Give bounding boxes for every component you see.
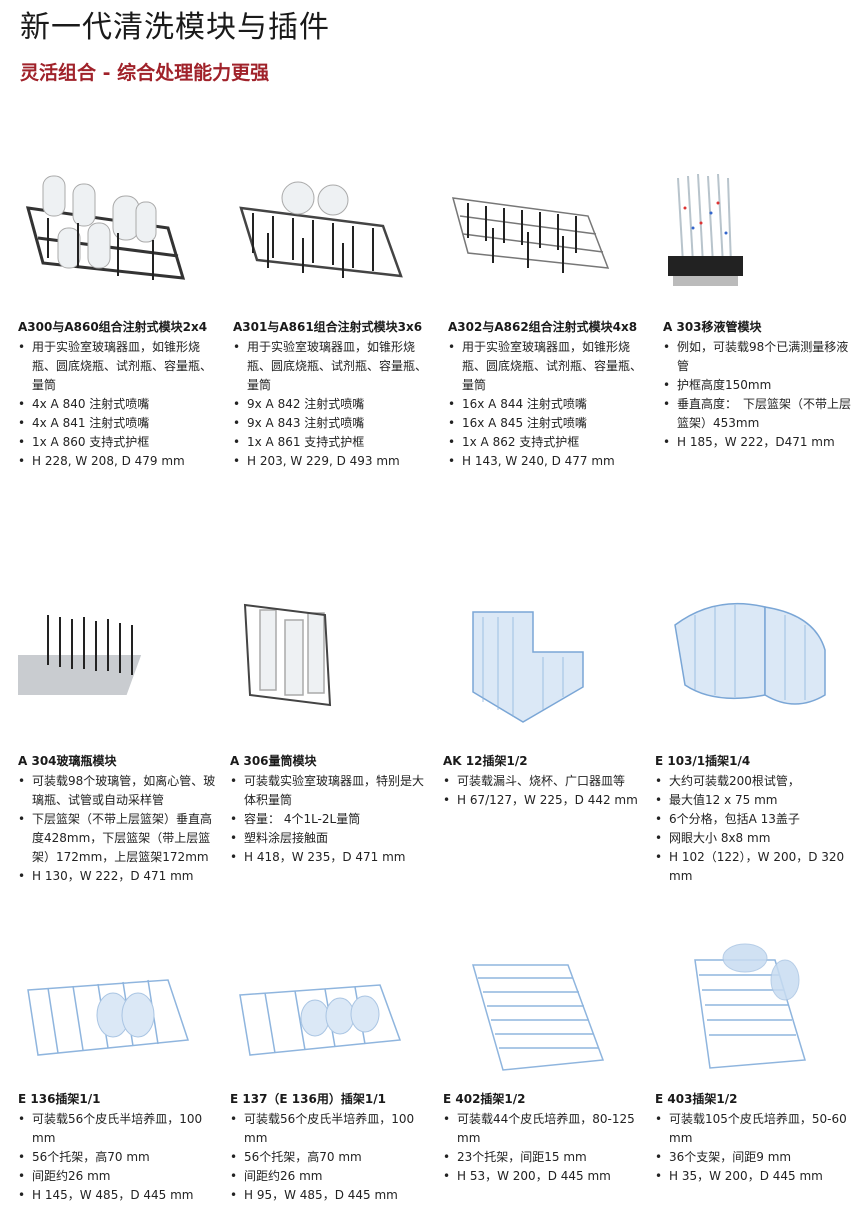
spec-item: 可装载漏斗、烧杯、广口器皿等 xyxy=(443,772,648,791)
dish-rack-image xyxy=(443,950,623,1100)
spec-item: 1x A 860 支持式护框 xyxy=(18,433,223,452)
page-subtitle: 灵活组合 - 综合处理能力更强 xyxy=(20,62,270,84)
spec-item: 用于实验室玻璃器皿，如锥形烧瓶、圆底烧瓶、试剂瓶、容量瓶、量筒 xyxy=(448,338,653,395)
spec-item: 例如，可装载98个已满测量移液管 xyxy=(663,338,858,376)
spec-item: 16x A 844 注射式喷嘴 xyxy=(448,395,653,414)
spec-item: H 143, W 240, D 477 mm xyxy=(448,452,653,471)
spec-list: 可装载56个皮氏半培养皿，100 mm 56个托架，高70 mm 间距约26 m… xyxy=(18,1110,223,1205)
spec-item: 间距约26 mm xyxy=(18,1167,223,1186)
spec-list: 可装载44个皮氏培养皿，80-125 mm 23个托架，间距15 mm H 53… xyxy=(443,1110,648,1186)
spec-item: 容量： 4个1L-2L量筒 xyxy=(230,810,435,829)
spec-item: H 145，W 485，D 445 mm xyxy=(18,1186,223,1205)
page-title: 新一代清洗模块与插件 xyxy=(20,10,330,45)
spec-list: 例如，可装载98个已满测量移液管 护框高度150mm 垂直高度： 下层篮架（不带… xyxy=(663,338,858,452)
spec-item: 用于实验室玻璃器皿，如锥形烧瓶、圆底烧瓶、试剂瓶、容量瓶、量筒 xyxy=(18,338,223,395)
spec-item: 最大值12 x 75 mm xyxy=(655,791,860,810)
spec-item: 4x A 841 注射式喷嘴 xyxy=(18,414,223,433)
spec-item: H 185，W 222，D471 mm xyxy=(663,433,858,452)
injector-module-image xyxy=(448,168,628,318)
dish-rack-image xyxy=(655,940,835,1090)
spec-item: 36个支架，间距9 mm xyxy=(655,1148,860,1167)
spec-item: 下层篮架（不带上层篮架）垂直高度428mm，下层篮架（带上层篮架）172mm，上… xyxy=(18,810,223,867)
spec-item: 间距约26 mm xyxy=(230,1167,435,1186)
product-name: E 103/1插架1/4 xyxy=(655,754,751,768)
spec-item: H 35，W 200，D 445 mm xyxy=(655,1167,860,1186)
spec-item: H 67/127，W 225，D 442 mm xyxy=(443,791,648,810)
product-name: E 402插架1/2 xyxy=(443,1092,526,1106)
spec-item: H 53，W 200，D 445 mm xyxy=(443,1167,648,1186)
spec-item: 4x A 840 注射式喷嘴 xyxy=(18,395,223,414)
spec-item: 护框高度150mm xyxy=(663,376,858,395)
vial-module-image xyxy=(18,595,198,745)
injector-module-image xyxy=(233,168,413,318)
spec-item: 可装载56个皮氏半培养皿，100 mm xyxy=(230,1110,435,1148)
spec-item: 1x A 862 支持式护框 xyxy=(448,433,653,452)
quarter-basket-image xyxy=(655,595,835,745)
product-name: E 136插架1/1 xyxy=(18,1092,101,1106)
spec-item: H 418，W 235，D 471 mm xyxy=(230,848,435,867)
spec-list: 用于实验室玻璃器皿，如锥形烧瓶、圆底烧瓶、试剂瓶、容量瓶、量筒 4x A 840… xyxy=(18,338,223,471)
product-name: AK 12插架1/2 xyxy=(443,754,528,768)
spec-item: 56个托架，高70 mm xyxy=(230,1148,435,1167)
spec-item: 6个分格，包括A 13盖子 xyxy=(655,810,860,829)
spec-item: 网眼大小 8x8 mm xyxy=(655,829,860,848)
spec-item: 1x A 861 支持式护框 xyxy=(233,433,438,452)
spec-item: 9x A 843 注射式喷嘴 xyxy=(233,414,438,433)
pipette-module-image xyxy=(663,168,843,318)
spec-item: 56个托架，高70 mm xyxy=(18,1148,223,1167)
spec-item: 9x A 842 注射式喷嘴 xyxy=(233,395,438,414)
product-name: E 137（E 136用）插架1/1 xyxy=(230,1092,386,1106)
injector-module-image xyxy=(18,168,198,318)
petri-rack-image xyxy=(18,960,198,1110)
product-name: A302与A862组合注射式模块4x8 xyxy=(448,320,638,334)
product-name: A 304玻璃瓶模块 xyxy=(18,754,117,768)
spec-item: 可装载56个皮氏半培养皿，100 mm xyxy=(18,1110,223,1148)
product-name: E 403插架1/2 xyxy=(655,1092,738,1106)
spec-item: 可装载实验室玻璃器皿，特别是大体积量筒 xyxy=(230,772,435,810)
product-name: A 303移液管模块 xyxy=(663,320,762,334)
spec-item: 用于实验室玻璃器皿，如锥形烧瓶、圆底烧瓶、试剂瓶、容量瓶、量筒 xyxy=(233,338,438,395)
spec-item: 塑料涂层接触面 xyxy=(230,829,435,848)
spec-item: 可装载44个皮氏培养皿，80-125 mm xyxy=(443,1110,648,1148)
spec-item: 可装载98个玻璃管，如离心管、玻璃瓶、试管或自动采样管 xyxy=(18,772,223,810)
spec-list: 可装载56个皮氏半培养皿，100 mm 56个托架，高70 mm 间距约26 m… xyxy=(230,1110,435,1205)
spec-list: 可装载漏斗、烧杯、广口器皿等 H 67/127，W 225，D 442 mm xyxy=(443,772,648,810)
spec-item: 垂直高度： 下层篮架（不带上层篮架）453mm xyxy=(663,395,858,433)
spec-item: 大约可装载200根试管， xyxy=(655,772,860,791)
spec-list: 大约可装载200根试管， 最大值12 x 75 mm 6个分格，包括A 13盖子… xyxy=(655,772,860,886)
product-name: A 306量筒模块 xyxy=(230,754,317,768)
spec-item: 可装载105个皮氏培养皿，50-60 mm xyxy=(655,1110,860,1148)
spec-item: 16x A 845 注射式喷嘴 xyxy=(448,414,653,433)
product-name: A300与A860组合注射式模块2x4 xyxy=(18,320,208,334)
spec-item: H 102（122），W 200，D 320 mm xyxy=(655,848,860,886)
spec-list: 可装载实验室玻璃器皿，特别是大体积量筒 容量： 4个1L-2L量筒 塑料涂层接触… xyxy=(230,772,435,867)
spec-item: H 130，W 222，D 471 mm xyxy=(18,867,223,886)
product-name: A301与A861组合注射式模块3x6 xyxy=(233,320,423,334)
spec-list: 用于实验室玻璃器皿，如锥形烧瓶、圆底烧瓶、试剂瓶、容量瓶、量筒 9x A 842… xyxy=(233,338,438,471)
spec-item: H 228, W 208, D 479 mm xyxy=(18,452,223,471)
petri-rack-image xyxy=(230,960,410,1110)
cylinder-module-image xyxy=(230,595,410,745)
spec-list: 可装载105个皮氏培养皿，50-60 mm 36个支架，间距9 mm H 35，… xyxy=(655,1110,860,1186)
spec-item: 23个托架，间距15 mm xyxy=(443,1148,648,1167)
spec-item: H 95，W 485，D 445 mm xyxy=(230,1186,435,1205)
spec-list: 可装载98个玻璃管，如离心管、玻璃瓶、试管或自动采样管 下层篮架（不带上层篮架）… xyxy=(18,772,223,886)
basket-insert-image xyxy=(443,592,623,742)
spec-item: H 203, W 229, D 493 mm xyxy=(233,452,438,471)
spec-list: 用于实验室玻璃器皿，如锥形烧瓶、圆底烧瓶、试剂瓶、容量瓶、量筒 16x A 84… xyxy=(448,338,653,471)
